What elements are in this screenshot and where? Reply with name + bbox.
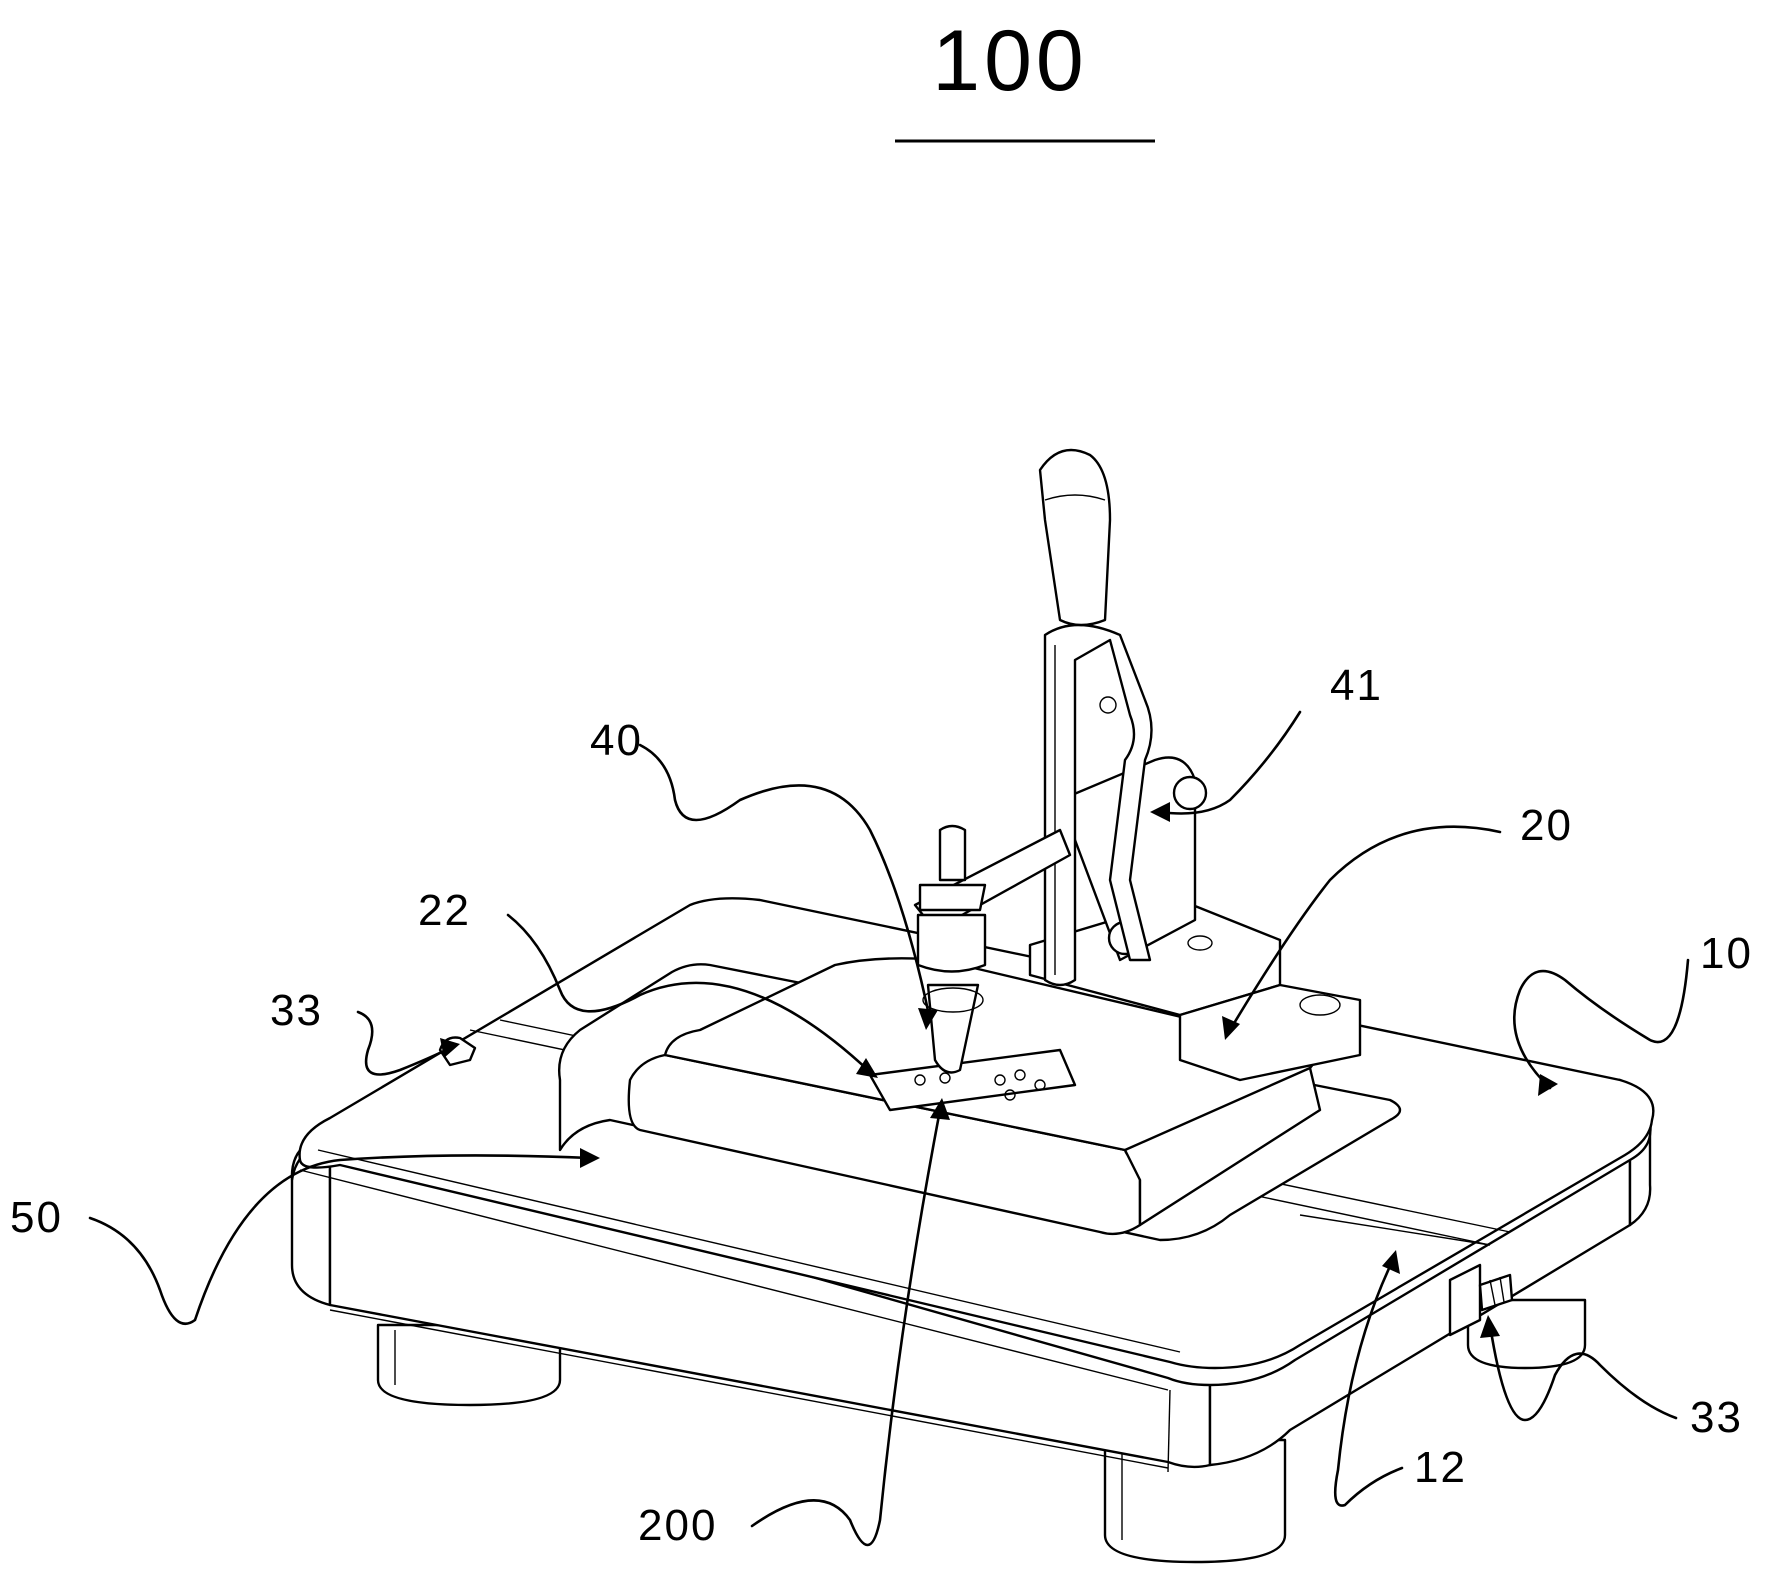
toggle-clamp: [1038, 448, 1208, 987]
leader-20: [1228, 825, 1502, 1032]
clamp-block: [1028, 898, 1362, 1082]
foot-right-front: [1103, 1438, 1287, 1564]
arrow-22: [856, 1058, 878, 1078]
arrow-50: [580, 1148, 600, 1168]
leader-10: [1512, 958, 1690, 1090]
arrow-200: [930, 1098, 950, 1120]
label-33-left: 33: [270, 986, 323, 1035]
arrow-12: [1382, 1250, 1400, 1274]
label-50: 50: [10, 1193, 63, 1242]
arrow-33-right: [1480, 1315, 1500, 1338]
label-41: 41: [1330, 661, 1383, 710]
leader-41: [1158, 710, 1302, 815]
fixture-drawing: [290, 448, 1655, 1564]
label-200: 200: [638, 1501, 717, 1550]
leader-40: [638, 743, 932, 1022]
arrow-20: [1222, 1016, 1240, 1040]
label-20: 20: [1520, 801, 1573, 850]
label-12: 12: [1414, 1443, 1467, 1492]
leader-22: [506, 913, 872, 1074]
reference-labels: 40 41 20 22 10 33 33 50 200 12: [10, 661, 1753, 1550]
foot-right-back: [1466, 1298, 1587, 1370]
leader-33-right: [1488, 1323, 1678, 1422]
arrow-10: [1538, 1074, 1558, 1096]
leader-33-left: [356, 1010, 452, 1076]
label-33-right: 33: [1690, 1393, 1743, 1442]
leader-50: [88, 1154, 592, 1326]
press-arm: [913, 824, 1072, 1074]
arrow-41: [1150, 802, 1170, 822]
figure-number: 100: [895, 13, 1155, 143]
label-10: 10: [1700, 929, 1753, 978]
product-200: [868, 1048, 1077, 1112]
arrow-33-left: [440, 1038, 460, 1058]
leader-12: [1333, 1260, 1404, 1507]
label-22: 22: [418, 886, 471, 935]
label-40: 40: [590, 716, 643, 765]
connector-right: [1448, 1263, 1514, 1337]
leader-200: [750, 1108, 942, 1546]
arrow-40: [918, 1008, 938, 1030]
figure-number-text: 100: [932, 13, 1088, 109]
